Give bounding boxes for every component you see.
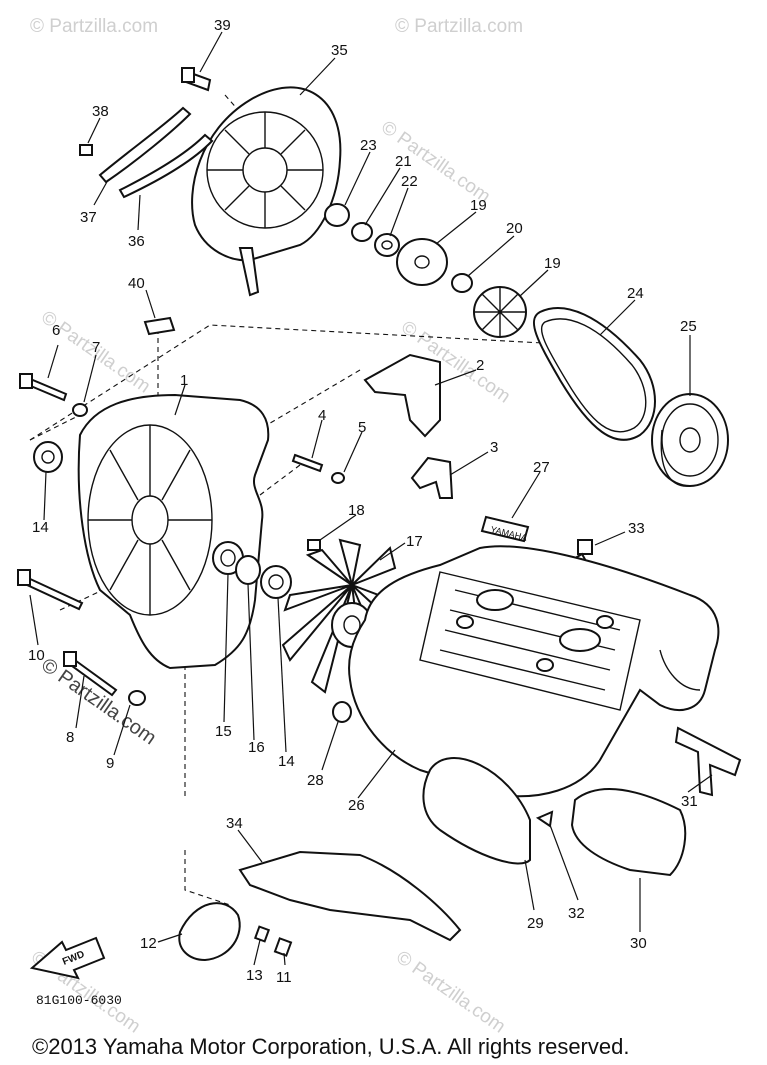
callout-38: 38 — [92, 103, 109, 120]
copyright-notice: ©2013 Yamaha Motor Corporation, U.S.A. A… — [32, 1034, 630, 1059]
side-cover — [422, 757, 531, 865]
grommet — [332, 701, 352, 723]
intake-box — [570, 788, 687, 877]
callout-39: 39 — [214, 17, 231, 34]
callout-26: 26 — [348, 797, 365, 814]
callout-6: 6 — [52, 322, 60, 339]
callout-numbers: 39 35 38 37 36 23 21 22 19 20 19 24 25 4… — [28, 17, 698, 986]
drawing-code: 81G100-6030 — [36, 993, 122, 1008]
callout-25: 25 — [680, 318, 697, 335]
callout-34: 34 — [226, 815, 243, 832]
engine-cover — [348, 545, 720, 798]
key — [307, 539, 321, 551]
starter-pulley-stack — [324, 203, 527, 338]
callout-9: 9 — [106, 755, 114, 772]
callout-21: 21 — [395, 153, 412, 170]
clip — [535, 810, 554, 828]
callout-29: 29 — [527, 915, 544, 932]
callout-31: 31 — [681, 793, 698, 810]
drive-belt — [532, 307, 656, 441]
callout-14-left: 14 — [32, 519, 49, 536]
callout-19-lower: 19 — [544, 255, 561, 272]
callout-12: 12 — [140, 935, 157, 952]
callout-4: 4 — [318, 407, 326, 424]
watermark: © Partzilla.com — [392, 947, 509, 1038]
guard-bracket — [238, 850, 462, 942]
duct-cover — [363, 353, 441, 438]
recoil-starter-housing — [191, 86, 342, 297]
callout-17: 17 — [406, 533, 423, 550]
callout-3: 3 — [490, 439, 498, 456]
carry-handle — [674, 726, 742, 797]
callout-11: 11 — [276, 969, 292, 986]
callout-5: 5 — [358, 419, 366, 436]
callout-2: 2 — [476, 357, 484, 374]
driven-pulley — [651, 393, 729, 487]
callout-27: 27 — [533, 459, 550, 476]
brand-decal: YAMAHA — [480, 515, 530, 543]
callout-22: 22 — [401, 173, 418, 190]
callout-15: 15 — [215, 723, 232, 740]
callout-13: 13 — [246, 967, 263, 984]
callout-28: 28 — [307, 772, 324, 789]
callout-8: 8 — [66, 729, 74, 746]
bracket — [410, 456, 454, 499]
callout-20: 20 — [506, 220, 523, 237]
starter-straps — [79, 67, 214, 199]
forward-direction-arrow: FWD — [29, 936, 106, 980]
end-cover-and-nuts — [178, 902, 293, 962]
callout-1: 1 — [180, 372, 188, 389]
callout-18: 18 — [348, 502, 365, 519]
callout-23: 23 — [360, 137, 377, 154]
callout-37: 37 — [80, 209, 97, 226]
watermark: © Partzilla.com — [30, 16, 158, 37]
callout-14-right: 14 — [278, 753, 295, 770]
callout-36: 36 — [128, 233, 145, 250]
leader-lines — [29, 31, 713, 966]
callout-30: 30 — [630, 935, 647, 952]
fasteners — [17, 373, 345, 706]
fan-shroud-housing — [33, 393, 270, 670]
callout-10: 10 — [28, 647, 45, 664]
callout-33: 33 — [628, 520, 645, 537]
callout-7: 7 — [92, 339, 100, 356]
callout-40: 40 — [128, 275, 145, 292]
callout-32: 32 — [568, 905, 585, 922]
bearing-set — [212, 541, 292, 599]
callout-16: 16 — [248, 739, 265, 756]
small-plate — [143, 316, 176, 336]
callout-24: 24 — [627, 285, 644, 302]
callout-19-upper: 19 — [470, 197, 487, 214]
watermark: © Partzilla.com — [395, 16, 523, 37]
callout-35: 35 — [331, 42, 348, 59]
